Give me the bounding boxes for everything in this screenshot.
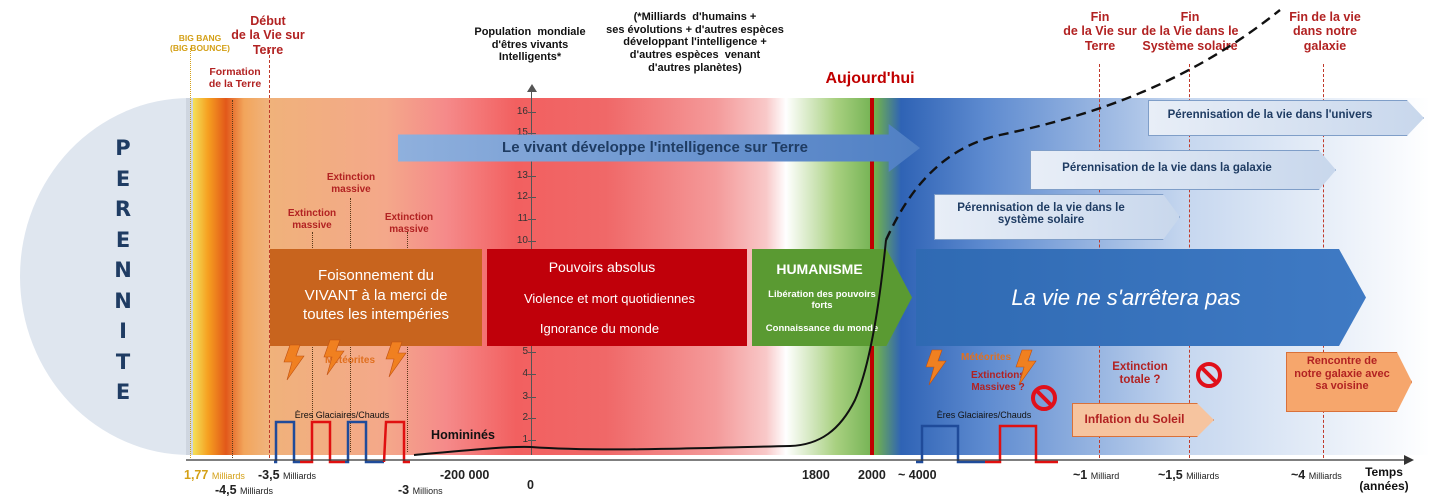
y-tick-label: 4 [522,368,528,379]
glacial-wave-left-blue [274,420,300,464]
humanisme-title: HUMANISME [776,261,863,277]
glacial-wave-left-red [300,420,345,464]
y-tick-label: 13 [516,170,528,181]
x-tick-1: 1,77 Milliards [184,468,245,482]
lightning-icon [1015,349,1037,386]
lightning-icon [283,344,305,381]
pouvoirs-line3: Ignorance du monde [539,321,660,336]
forbidden-icon [1196,362,1222,388]
formation-line [232,100,233,458]
pouvoirs-title: Pouvoirs absolus [548,259,656,275]
glacial-wave-right-red [985,424,1058,464]
univers-arrow-label: Pérennisation de la vie dans l'univers [1167,109,1373,121]
y-tick-mark [528,241,536,242]
fin-terre-label: Fin de la Vie sur Terre [1063,10,1137,53]
extinctions-massives-label: Extinctions Massives ? [971,370,1025,393]
x-tick-3: -4,5 Milliards [215,483,274,497]
y-tick-label: 2 [522,412,528,423]
galaxie-arrow [1030,150,1336,190]
y-axis-arrowhead [527,84,537,92]
y-tick-label: 16 [516,106,528,117]
rencontre-text: Rencontre de notre galaxie avec sa voisi… [1294,355,1390,393]
meteorites-left-label: Météorites [324,355,375,366]
univers-arrow [1148,100,1424,136]
lightning-icon [925,349,947,386]
galaxie-arrow-label: Pérennisation de la vie dans la galaxie [1062,162,1272,174]
glaciaires-left-label: Ères Glaciaires/Chauds [294,410,390,420]
inflation-box [1072,403,1214,437]
pouvoirs-line2: Violence et mort quotidiennes [523,291,696,306]
hominines-label: Homininés [431,428,495,442]
foisonnement-text: Foisonnement du VIVANT à la merci de tou… [303,267,449,323]
y-tick-mark [528,112,536,113]
humanisme-arrow [752,249,912,346]
glaciaires-right-label: Ères Glaciaires/Chauds [936,410,1032,420]
y-tick-mark [528,133,536,134]
y-tick-label: 5 [522,346,528,357]
aujourdhui-label: Aujourd'hui [825,70,915,87]
vie-arrow [916,249,1366,346]
y-tick-mark [528,176,536,177]
x-axis-arrowhead [1404,455,1414,465]
lightning-icon [385,341,407,378]
formation-terre-label: Formation de la Terre [208,66,262,91]
humanisme-line3: Connaissance du monde [765,323,879,334]
intelligence-arrow-label: Le vivant développe l'intelligence sur T… [502,139,808,156]
x-tick-10: ~1 Milliard [1073,468,1120,482]
y-tick-label: 11 [517,213,528,224]
population-curve [413,239,887,456]
big-bang-label: BIG BANG (BIG BOUNCE) [170,33,230,53]
population-label: Population mondiale d'êtres vivants Inte… [474,26,586,64]
systeme-arrow-label: Pérennisation de la vie dans le système … [957,202,1125,226]
bigbang-line [190,48,191,458]
y-tick-label: 12 [516,191,528,202]
y-tick-label: 1 [522,434,528,445]
y-tick-mark [528,374,536,375]
x-tick-2: -3,5 Milliards [258,468,317,482]
vie-text: La vie ne s'arrêtera pas [1011,285,1241,310]
y-tick-mark [528,352,536,353]
extinction-label-1: Extinction massive [287,208,337,231]
x-tick-8: 2000 [858,468,886,482]
y-tick-mark [528,197,536,198]
inflation-text: Inflation du Soleil [1084,412,1185,426]
y-tick-label: 3 [522,391,528,402]
extinction-totale-label: Extinction totale ? [1112,361,1168,387]
y-tick-label: 15 [516,127,528,138]
glacial-wave-left-blue2 [345,420,384,464]
x-tick-11: ~1,5 Milliards [1158,468,1220,482]
x-tick-9: ~ 4000 [898,468,937,482]
y-tick-mark [528,397,536,398]
x-tick-7: 1800 [802,468,830,482]
systeme-arrow [934,194,1180,240]
extinction-label-3: Extinction massive [384,212,434,235]
x-axis-title: Temps (années) [1359,465,1409,493]
pouvoirs-box [487,249,747,346]
meteorites-right-label: Météorites [960,352,1011,363]
fin-galaxie-label: Fin de la vie dans notre galaxie [1289,10,1361,53]
y-tick-mark [528,440,536,441]
extinction-label-2: Extinction massive [326,172,376,195]
forbidden-icon [1031,385,1057,411]
x-tick-6: 0 [527,478,534,492]
lightning-icon [323,339,345,376]
glacial-wave-left-red2 [382,420,410,464]
population-note: (*Milliards d'humains + ses évolutions +… [606,11,784,74]
y-tick-mark [528,418,536,419]
x-tick-5: -200 000 [440,468,490,482]
debut-vie-line [269,50,270,458]
debut-vie-label: Début de la Vie sur Terre [231,14,305,57]
x-tick-4: -3 Millions [398,483,443,497]
rencontre-box [1286,352,1412,412]
glacial-wave-right-blue [916,424,985,464]
y-tick-label: 10 [516,235,528,246]
fin-systeme-label: Fin de la Vie dans le Système solaire [1141,10,1239,53]
x-tick-12: ~4 Milliards [1291,468,1342,482]
population-projection [884,9,1281,241]
foisonnement-box [270,249,482,346]
y-tick-mark [528,219,536,220]
humanisme-line2: Libération des pouvoirs forts [768,289,876,311]
